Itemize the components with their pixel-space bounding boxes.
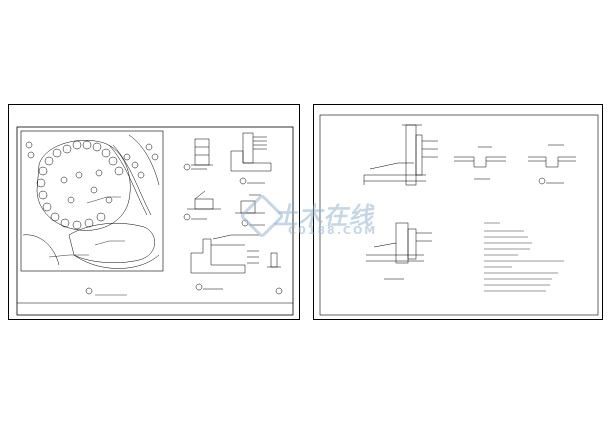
drawing-sheet-right [313,104,603,320]
tree-cluster [25,140,159,230]
detail-trench-section [454,146,506,180]
path-curve [73,254,160,269]
boundary-curve-2 [128,134,160,186]
path-diagonal-2 [112,144,152,216]
detail-column-section [183,138,213,171]
detail-step-section [230,132,272,185]
site-plan-frame [20,130,164,272]
path-diagonal [108,144,148,216]
inner-frame [319,114,599,316]
detail-pool-section [190,234,259,291]
detail-column-footing [366,222,432,280]
design-notes [484,222,564,292]
site-plan-label-lines [48,196,125,258]
detail-edge-section [235,194,265,227]
drawing-sheet-left [8,104,300,320]
site-plan-caption-marker [85,287,93,295]
detail-wall-elevation [363,124,438,186]
detail-post-elevation [267,252,283,295]
boundary-curve [22,234,60,266]
sheet-right-drawing [319,114,599,316]
lake-outline [68,223,155,263]
sheet-left-drawing [16,126,294,316]
inner-frame [16,126,294,316]
detail-wall-section [183,190,221,221]
detail-drain-section [528,144,576,185]
